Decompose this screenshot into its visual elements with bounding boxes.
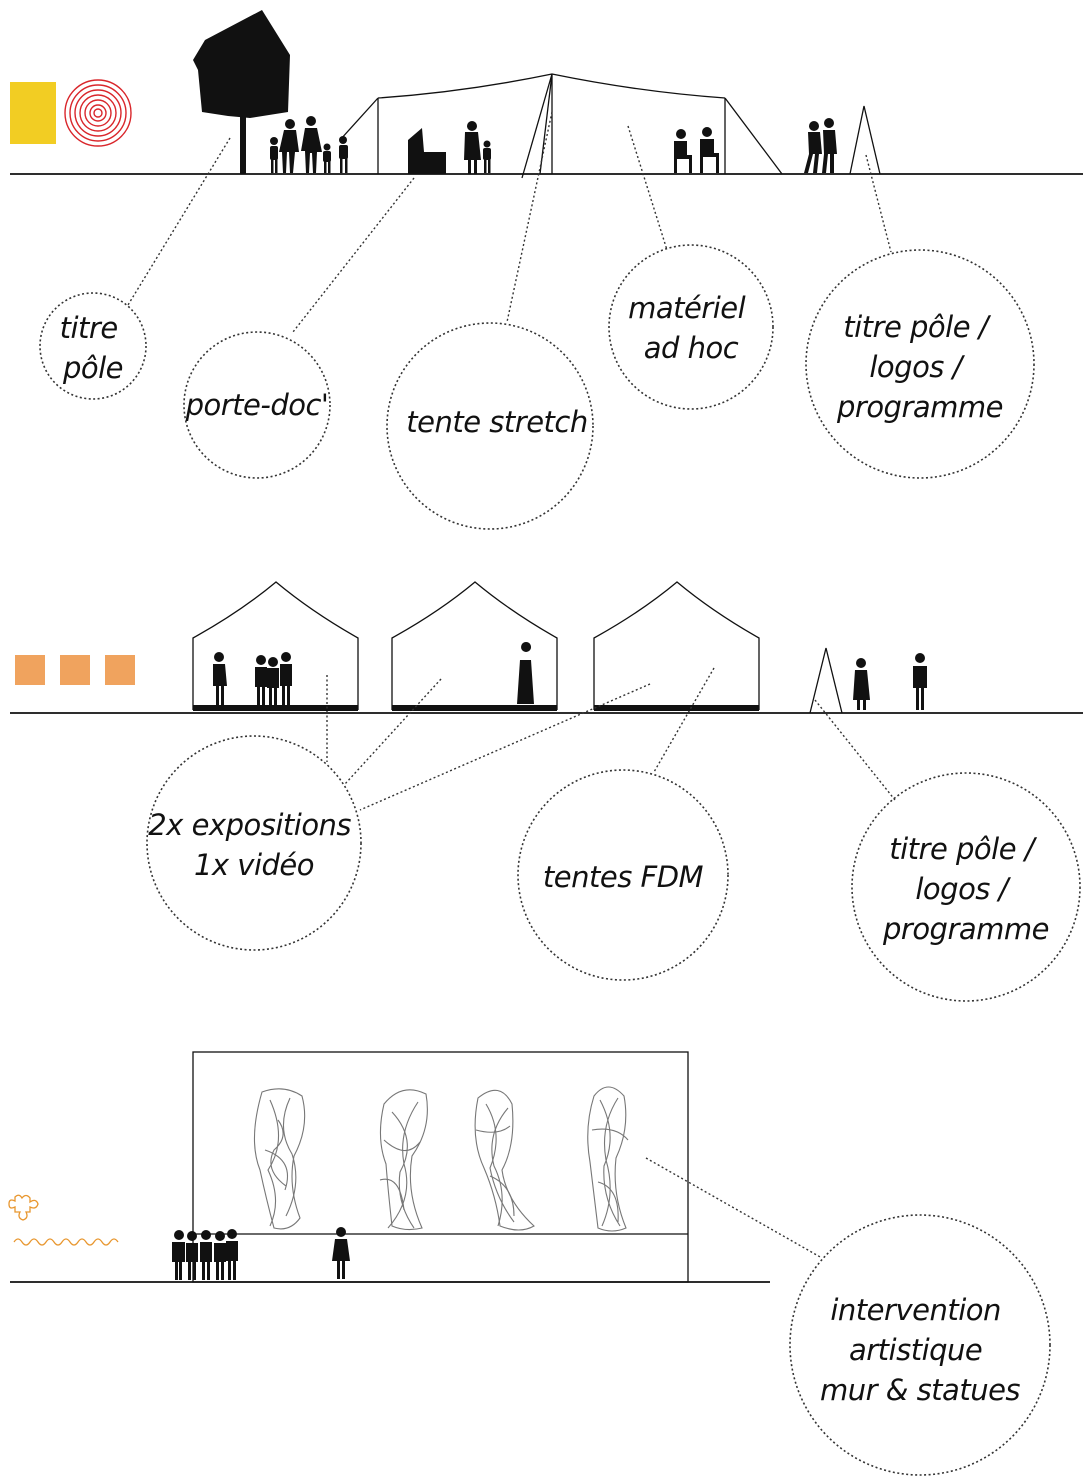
callout-titre-logos-programme: titre pôle / logos / programme (805, 249, 1035, 479)
svg-text:tentes FDM: tentes FDM (543, 860, 704, 894)
art-wall (192, 1051, 689, 1283)
statue-4 (587, 1086, 629, 1232)
statue-3 (474, 1089, 535, 1231)
statue-1 (253, 1088, 306, 1230)
svg-text:titre pôle / logos /: titre pôle / logos / programme (882, 832, 1049, 946)
tent-fdm-2 (391, 581, 558, 711)
callout-tentes-fdm: tentes FDM (517, 769, 729, 981)
orange-square-icon (105, 655, 135, 685)
section-1-welcome: titre pôle porte-doc' tente stretch maté… (10, 10, 1083, 530)
callout-tente-stretch: tente stretch (386, 322, 594, 530)
callout-intervention-artistique: intervention artistique mur & statues (789, 1214, 1051, 1476)
svg-text:tente stretch: tente stretch (406, 405, 587, 439)
tent-fdm-3 (593, 581, 760, 711)
tree-silhouette (193, 10, 290, 174)
stretch-tent (339, 73, 783, 179)
svg-text:intervention artistiqu: intervention artistique mur & statues (820, 1293, 1020, 1407)
statue-2 (379, 1089, 428, 1231)
wavy-line-icon (13, 1238, 119, 1246)
visitors-silhouettes (213, 642, 927, 710)
section-3-art-wall: intervention artistique mur & statues (8, 1051, 1051, 1476)
section-2-tents: 2x expositions 1x vidéo tentes FDM titre… (10, 581, 1083, 1002)
tent-fdm-1 (192, 581, 359, 711)
orange-square-icon (15, 655, 45, 685)
a-frame-sign (809, 647, 843, 714)
orange-square-icon (60, 655, 90, 685)
callout-porte-doc: porte-doc' (183, 331, 331, 479)
callout-expositions-video: 2x expositions 1x vidéo (146, 735, 362, 951)
svg-text:matériel ad hoc: matériel ad hoc (628, 291, 754, 365)
puzzle-outline-icon (8, 1194, 39, 1221)
svg-text:porte-doc': porte-doc' (185, 388, 329, 422)
concentric-circles-icon (64, 79, 132, 147)
brochure-stand (408, 128, 446, 174)
svg-text:2x expositions 1x vidé: 2x expositions 1x vidéo (148, 808, 360, 882)
callout-titre-pole: titre pôle (39, 292, 147, 400)
family-silhouettes (270, 116, 348, 173)
svg-text:titre pôle: titre pôle (60, 311, 127, 385)
a-frame-sign (849, 105, 881, 175)
callout-titre-logos-programme: titre pôle / logos / programme (851, 772, 1081, 1002)
mother-child-silhouettes (464, 121, 491, 174)
visitors-silhouettes (172, 1227, 350, 1280)
seated-people-silhouettes (674, 127, 719, 173)
yellow-square-icon (10, 82, 56, 144)
callout-materiel-ad-hoc: matériel ad hoc (608, 244, 774, 410)
svg-text:titre pôle / logos /: titre pôle / logos / programme (836, 310, 1003, 424)
walking-couple-silhouettes (804, 118, 837, 173)
